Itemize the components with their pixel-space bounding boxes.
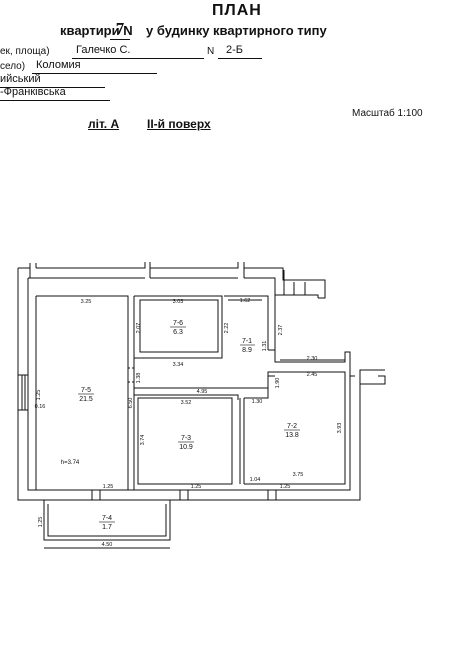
dim-450: 4.50	[102, 542, 113, 548]
dim-125d: 1.25	[280, 484, 291, 490]
house-label: N	[207, 46, 215, 57]
dim-495: 4.95	[197, 389, 208, 395]
dim-303: 3.03	[173, 299, 184, 305]
region-value: -Франківська	[0, 86, 66, 98]
settlement-underline	[32, 73, 157, 74]
dim-190: 1.90	[275, 378, 281, 389]
dim-237: 2.37	[278, 325, 284, 336]
letter-label: літ. А	[88, 117, 120, 131]
left-window	[18, 374, 28, 411]
room-74-area: 1.7	[102, 524, 112, 531]
house-value: 2-Б	[226, 44, 243, 56]
dim-222: 2.22	[224, 323, 230, 334]
dim-130: 1.30	[252, 399, 263, 405]
dim-138: 1.38	[136, 373, 142, 384]
dim-374: 3.74	[140, 435, 146, 446]
room-71-id: 7-1	[242, 338, 252, 345]
room-72-area: 13.8	[285, 432, 299, 439]
dim-352: 3.52	[181, 400, 192, 406]
house-underline	[218, 58, 262, 59]
dim-125b: 1.25	[103, 484, 114, 490]
dim-650: 6.50	[128, 398, 134, 409]
room-75-area: 21.5	[79, 396, 93, 403]
settlement-value: Коломия	[36, 59, 81, 71]
room-76-walls	[134, 295, 223, 359]
district-underline	[0, 87, 105, 88]
dim-104: 1.04	[250, 477, 261, 483]
apartment-label: квартири N	[60, 23, 133, 38]
wall-75-right	[36, 295, 129, 490]
room-75-id: 7-5	[81, 387, 91, 394]
dim-131: 1.31	[262, 341, 268, 352]
dim-334: 3.34	[173, 362, 184, 368]
dim-125c: 1.25	[191, 484, 202, 490]
room-72-id: 7-2	[287, 423, 297, 430]
room-76-area: 6.3	[173, 329, 183, 336]
room-74-id: 7-4	[102, 515, 112, 522]
dim-162: 1.62	[240, 298, 251, 304]
street-value: Галечко С.	[76, 44, 131, 56]
dim-016: 0.16	[35, 404, 46, 410]
room-72-walls	[244, 371, 346, 485]
height-label: h=3.74	[61, 460, 80, 466]
page-title: ПЛАН	[212, 2, 262, 19]
dim-125a: 1.25	[36, 390, 42, 401]
dim-375: 3.75	[293, 472, 304, 478]
street-label: ек, площа)	[0, 46, 50, 57]
district-value: ийський	[0, 73, 41, 85]
scale-label: Масштаб 1:100	[352, 108, 423, 119]
apartment-number: 7	[110, 19, 130, 40]
room-73-walls	[137, 397, 233, 485]
room-73-id: 7-3	[181, 435, 191, 442]
dim-230: 2.30	[307, 356, 318, 362]
room-71-area: 8.9	[242, 347, 252, 354]
building-type: у будинку квартирного типу	[146, 23, 327, 38]
room-73-area: 10.9	[179, 444, 193, 451]
dim-325: 3.25	[81, 299, 92, 305]
dim-125e: 1.25	[38, 517, 44, 528]
right-window	[360, 375, 386, 385]
outer-wall-inner	[27, 278, 351, 491]
dim-393: 3.93	[337, 423, 343, 434]
stair-lines	[283, 270, 306, 295]
floor-label: ІІ-й поверх	[147, 117, 211, 131]
outer-wall-outer	[17, 268, 385, 501]
room-76-id: 7-6	[173, 320, 183, 327]
settlement-label: село)	[0, 61, 26, 72]
balcony-walls	[43, 500, 171, 541]
dim-245: 2.45	[307, 372, 318, 378]
dim-207: 2.07	[136, 323, 142, 334]
region-underline	[0, 100, 110, 101]
street-underline	[72, 58, 204, 59]
